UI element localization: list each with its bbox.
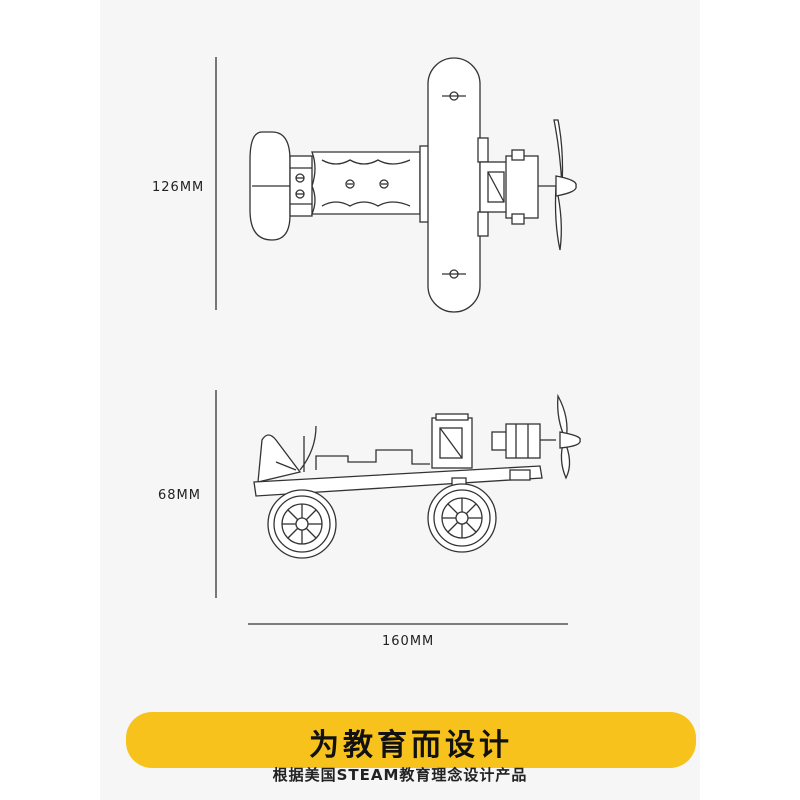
side-rear-wheel (267, 489, 337, 559)
side-battery-box (431, 417, 473, 469)
banner-title: 为教育而设计 (309, 728, 513, 763)
top-view-airplane (249, 57, 577, 313)
top-fuselage (311, 151, 421, 215)
dim-label-length: 160MM (382, 634, 435, 649)
side-front-wheel (427, 483, 497, 553)
design-banner: 为教育而设计 (126, 712, 696, 768)
side-view-airplane (253, 393, 581, 559)
side-tail (257, 434, 302, 483)
banner-subtitle: 根据美国STEAM教育理念设计产品 (272, 766, 528, 784)
dim-label-side-height: 68MM (158, 488, 201, 503)
top-propeller-hub (555, 175, 577, 197)
side-chassis (253, 465, 543, 497)
side-propeller-hub (559, 431, 581, 449)
background-panel (100, 0, 700, 800)
dim-label-top-height: 126MM (152, 180, 205, 195)
